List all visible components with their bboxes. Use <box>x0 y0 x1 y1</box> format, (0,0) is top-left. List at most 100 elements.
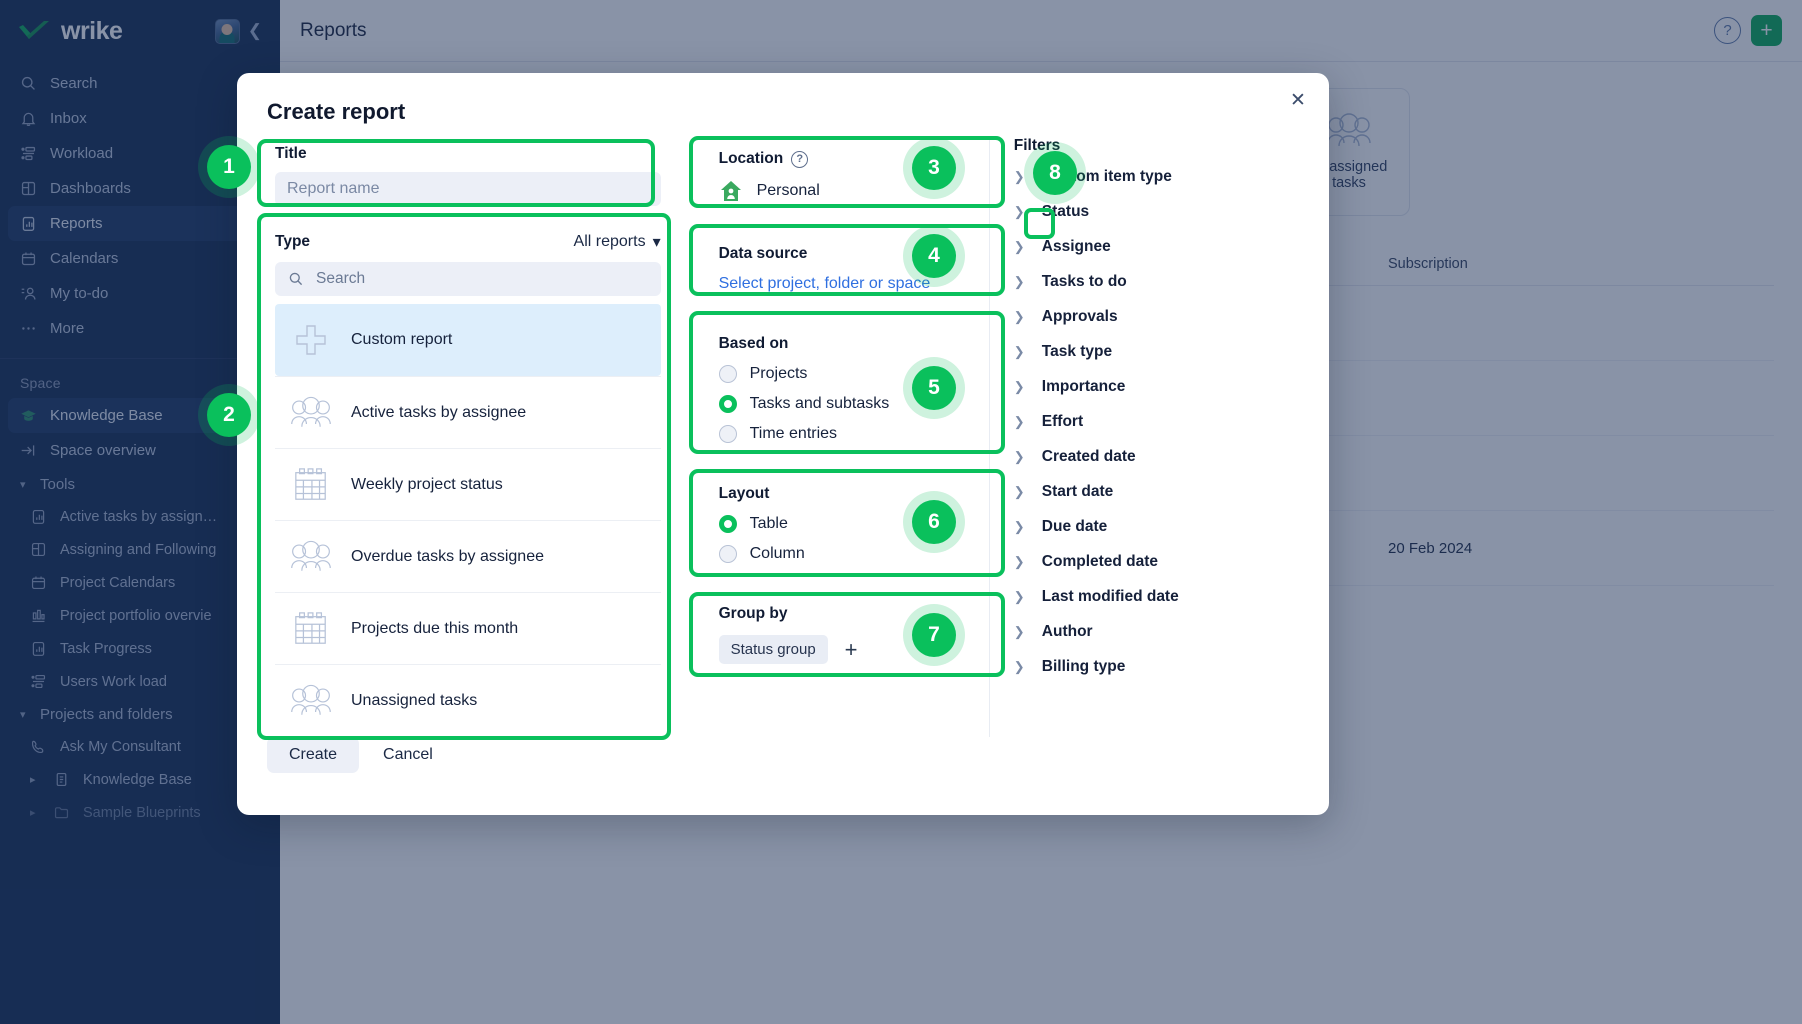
plus-square-icon <box>289 320 333 360</box>
close-icon[interactable]: ✕ <box>1290 89 1306 111</box>
group-by-label: Group by <box>718 605 788 622</box>
radio-selected-icon <box>718 395 737 413</box>
chevron-right-icon: ❯ <box>1013 378 1025 394</box>
calendar-icon <box>289 465 333 505</box>
chevron-right-icon: ❯ <box>1013 343 1025 359</box>
filter-label: Status <box>1041 202 1090 220</box>
filter-label: Task type <box>1041 342 1113 360</box>
filter-assignee[interactable]: ❯ Assignee <box>1014 229 1299 264</box>
chevron-right-icon: ❯ <box>1013 588 1025 604</box>
filter-label: Completed date <box>1041 552 1159 570</box>
type-option-unassigned-tasks[interactable]: Unassigned tasks <box>275 664 661 736</box>
based-on-option-tasks-and-subtasks[interactable]: Tasks and subtasks <box>718 395 973 413</box>
type-option-label: Overdue tasks by assignee <box>351 547 544 565</box>
layout-label: Layout <box>718 485 770 502</box>
filter-label: Due date <box>1041 517 1108 535</box>
filter-approvals[interactable]: ❯ Approvals <box>1014 299 1299 334</box>
layout-option-column[interactable]: Column <box>718 545 973 563</box>
type-option-label: Weekly project status <box>351 475 503 493</box>
filter-completed-date[interactable]: ❯ Completed date <box>1014 544 1299 579</box>
title-label: Title <box>275 145 307 162</box>
annotation-badge-5: 5 <box>912 366 956 410</box>
type-option-weekly-project-status[interactable]: Weekly project status <box>275 448 661 520</box>
filter-label: Start date <box>1041 482 1114 500</box>
chevron-right-icon: ❯ <box>1013 168 1025 184</box>
type-option-projects-due-this-month[interactable]: Projects due this month <box>275 592 661 664</box>
filter-created-date[interactable]: ❯ Created date <box>1014 439 1299 474</box>
cancel-button[interactable]: Cancel <box>383 746 433 763</box>
chevron-right-icon: ❯ <box>1013 483 1025 499</box>
filter-due-date[interactable]: ❯ Due date <box>1014 509 1299 544</box>
dialog-footer: Create Cancel <box>237 737 1329 773</box>
radio-icon <box>718 425 737 443</box>
filter-effort[interactable]: ❯ Effort <box>1014 404 1299 439</box>
filter-importance[interactable]: ❯ Importance <box>1014 369 1299 404</box>
type-option-overdue-tasks-by-assignee[interactable]: Overdue tasks by assignee <box>275 520 661 592</box>
layout-option-label: Column <box>749 545 805 562</box>
based-on-option-label: Projects <box>749 365 808 382</box>
filter-label: Assignee <box>1041 237 1111 255</box>
home-person-icon <box>720 181 741 201</box>
filter-billing-type[interactable]: ❯ Billing type <box>1014 649 1299 684</box>
type-option-label: Projects due this month <box>351 619 519 637</box>
filter-label: Tasks to do <box>1041 272 1127 290</box>
add-group-by-icon[interactable]: + <box>844 636 858 662</box>
type-option-active-tasks-by-assignee[interactable]: Active tasks by assignee <box>275 376 661 448</box>
annotation-badge-3: 3 <box>912 146 956 190</box>
filter-start-date[interactable]: ❯ Start date <box>1014 474 1299 509</box>
select-data-source-link[interactable]: Select project, folder or space <box>718 275 931 292</box>
type-option-custom-report[interactable]: Custom report <box>275 304 661 376</box>
filter-task-type[interactable]: ❯ Task type <box>1014 334 1299 369</box>
based-on-option-label: Tasks and subtasks <box>749 395 890 412</box>
filter-label: Last modified date <box>1041 587 1179 605</box>
type-field-group: Type All reports ▾ Search <box>267 232 669 736</box>
based-on-option-projects[interactable]: Projects <box>718 365 973 383</box>
data-source-label: Data source <box>718 245 808 262</box>
filter-label: Effort <box>1041 412 1084 430</box>
filter-author[interactable]: ❯ Author <box>1014 614 1299 649</box>
filters-label: Filters <box>1013 137 1061 154</box>
type-option-label: Custom report <box>351 331 453 348</box>
filter-last-modified-date[interactable]: ❯ Last modified date <box>1014 579 1299 614</box>
filter-label: Importance <box>1041 377 1126 395</box>
annotation-badge-7: 7 <box>912 613 956 657</box>
chevron-right-icon: ❯ <box>1013 518 1025 534</box>
create-button[interactable]: Create <box>267 737 360 773</box>
type-filter-dropdown[interactable]: All reports ▾ <box>574 232 661 252</box>
filter-status[interactable]: ❯ Status <box>1014 194 1299 229</box>
search-icon <box>289 272 303 286</box>
chevron-right-icon: ❯ <box>1013 448 1025 464</box>
data-source-panel: Data source Select project, folder or sp… <box>703 232 989 308</box>
report-title-input[interactable]: Report name <box>275 172 661 206</box>
location-panel: Location ? Personal <box>703 137 989 218</box>
radio-icon <box>718 545 737 563</box>
filter-tasks-to-do[interactable]: ❯ Tasks to do <box>1014 264 1299 299</box>
chevron-right-icon: ❯ <box>1013 553 1025 569</box>
chevron-right-icon: ❯ <box>1013 238 1025 254</box>
type-search-input[interactable]: Search <box>275 262 661 296</box>
layout-option-table[interactable]: Table <box>718 515 973 533</box>
based-on-option-time-entries[interactable]: Time entries <box>718 425 973 443</box>
dialog-filters-column: Filters ❯ Custom item type ❯ Status ❯ As… <box>990 137 1299 737</box>
location-value-row[interactable]: Personal <box>719 179 973 203</box>
type-header: Type All reports ▾ <box>275 232 661 252</box>
based-on-panel: Based on Projects Tasks and subtasks Tim… <box>703 322 989 458</box>
location-label-text: Location <box>718 150 784 167</box>
chevron-right-icon: ❯ <box>1013 273 1025 289</box>
filter-label: Billing type <box>1041 657 1126 675</box>
dialog-title: Create report <box>267 99 406 124</box>
group-by-row: Status group + <box>718 635 973 664</box>
calendar-icon <box>289 609 333 649</box>
filter-label: Approvals <box>1041 307 1118 325</box>
question-icon[interactable]: ? <box>791 150 809 168</box>
title-field-group: Title Report name <box>267 137 669 216</box>
group-by-chip-status-group[interactable]: Status group <box>718 635 828 664</box>
layout-option-label: Table <box>749 515 788 532</box>
location-value: Personal <box>756 182 820 199</box>
dialog-body: Title Report name Type All reports ▾ <box>237 137 1329 737</box>
location-label: Location ? <box>719 150 973 168</box>
type-filter-value: All reports <box>573 233 646 250</box>
annotation-badge-4: 4 <box>912 234 956 278</box>
dialog-left-column: Title Report name Type All reports ▾ <box>267 137 669 737</box>
